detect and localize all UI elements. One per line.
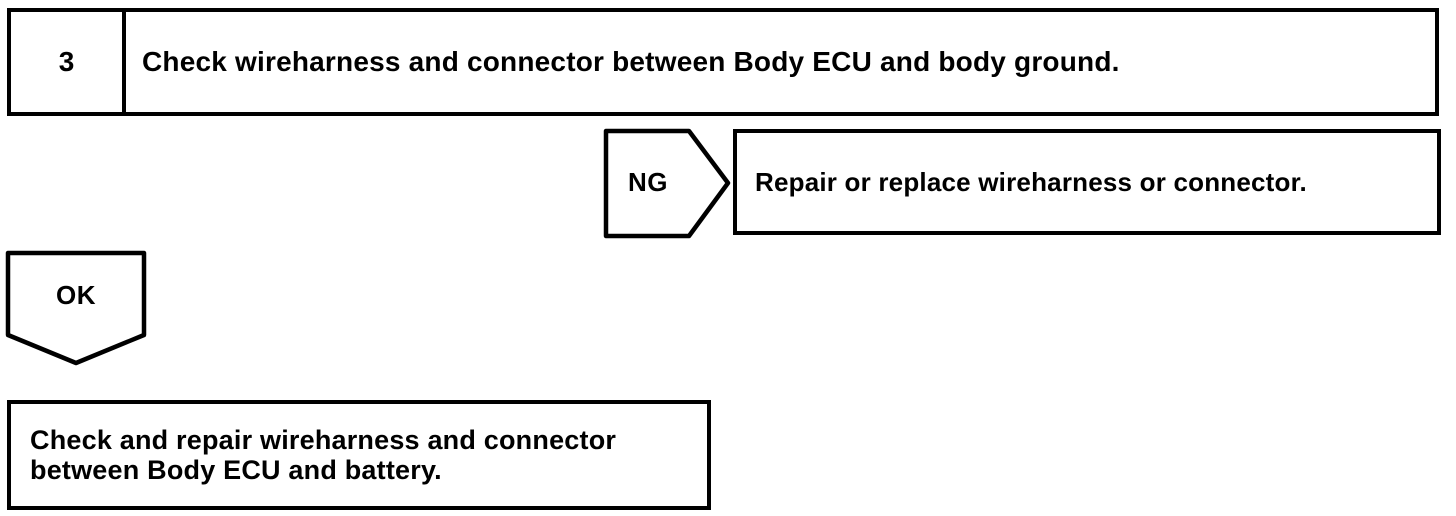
ng-label: NG (628, 166, 668, 197)
next-step-box: Check and repair wireharness and connect… (7, 400, 711, 510)
ng-connector: NG (603, 128, 733, 240)
step-box: 3 Check wireharness and connector betwee… (7, 8, 1439, 116)
ng-arrow-icon (603, 128, 731, 239)
ng-action-text: Repair or replace wireharness or connect… (755, 166, 1307, 197)
ng-action-box: Repair or replace wireharness or connect… (733, 129, 1441, 235)
next-step-text: Check and repair wireharness and connect… (30, 425, 617, 485)
step-number: 3 (11, 12, 126, 112)
step-title: Check wireharness and connector between … (142, 46, 1120, 77)
ok-arrow-icon (5, 250, 147, 366)
ok-label: OK (56, 279, 96, 310)
ok-connector: OK (5, 250, 147, 368)
